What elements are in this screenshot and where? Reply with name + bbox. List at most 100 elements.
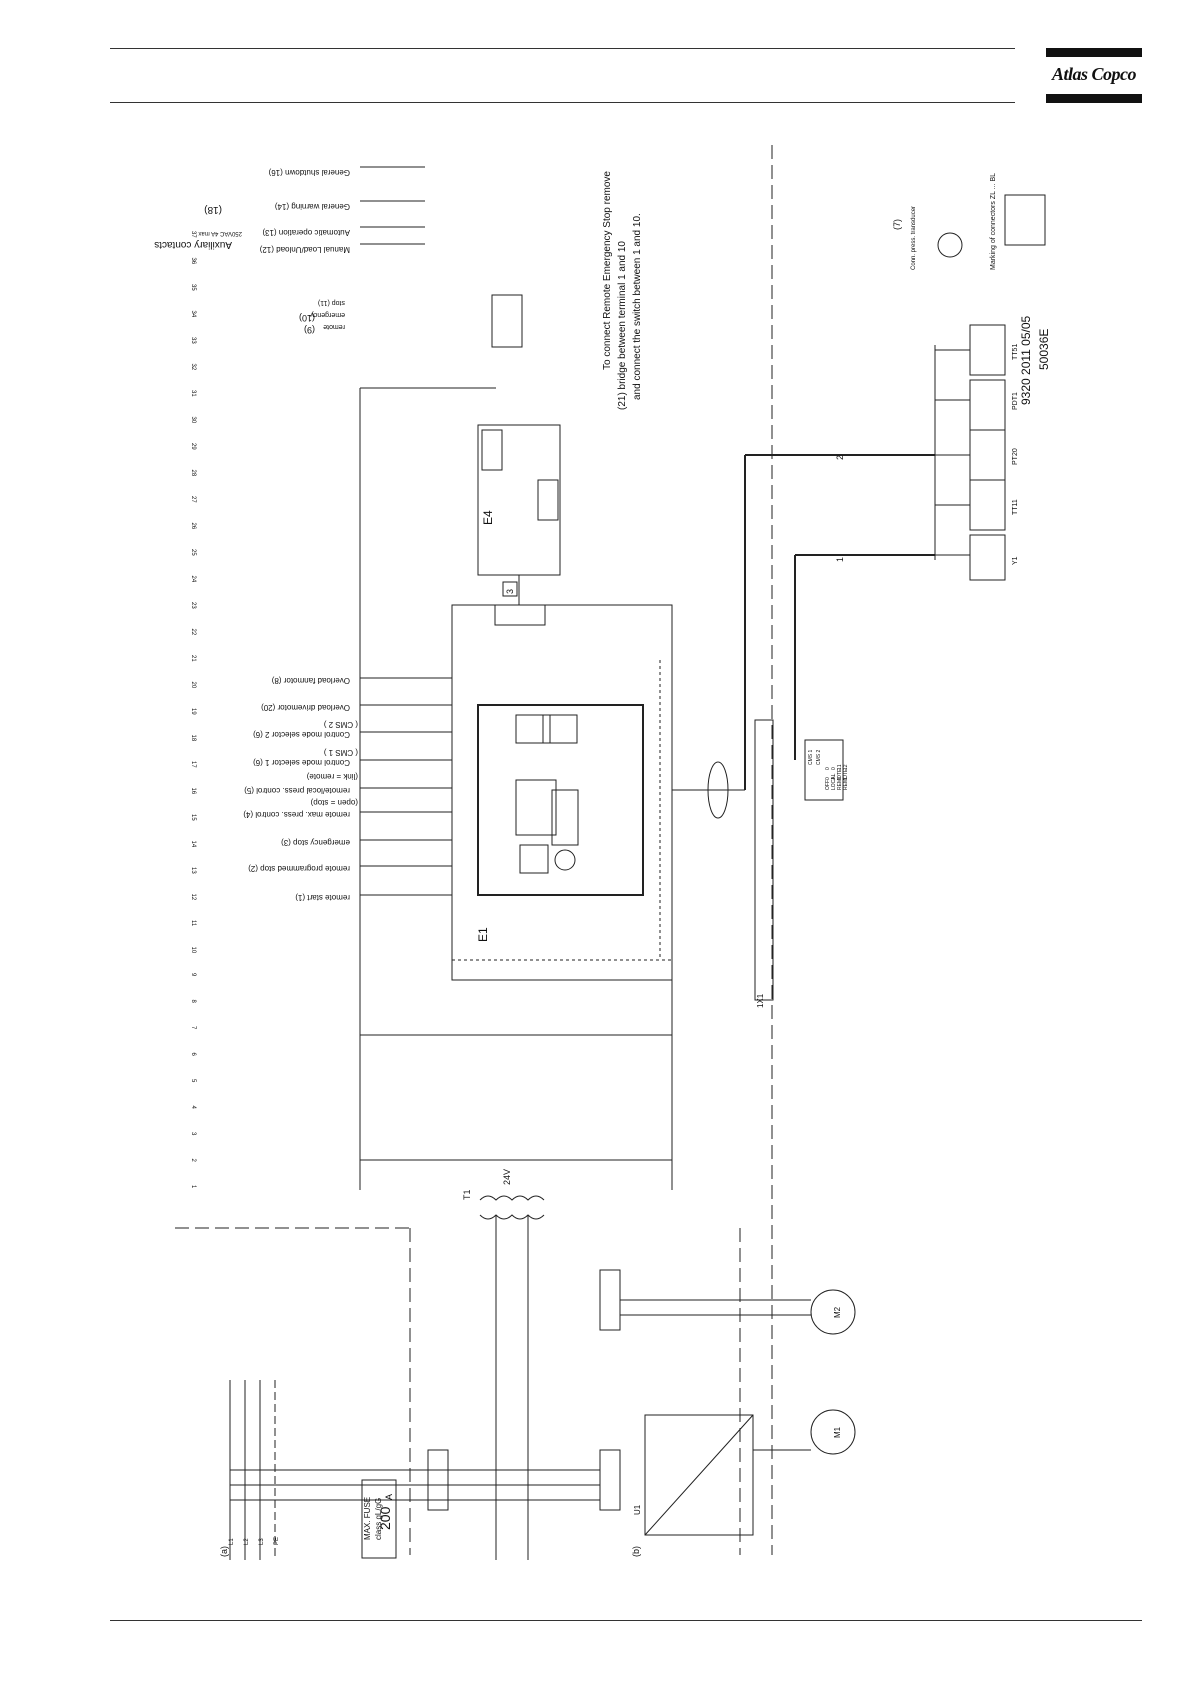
transformer-voltage: 24V	[502, 1169, 512, 1185]
cms-table-outline	[804, 739, 844, 801]
column-number: 31	[190, 390, 196, 397]
transformer-label: T1	[462, 1189, 472, 1200]
column-number: 35	[190, 284, 196, 291]
remote-stop-block	[491, 294, 523, 348]
contactor-k1	[599, 1449, 621, 1511]
logo-bar-top	[1046, 48, 1142, 57]
column-number: 25	[190, 549, 196, 556]
column-number: 17	[190, 761, 196, 768]
remote-stop-number: (10)	[299, 313, 315, 323]
module-e4-outline	[477, 424, 561, 576]
remote-function-labels: remote start (1) remote programmed stop (…	[243, 676, 358, 902]
section-a-label: (a)	[219, 1546, 229, 1557]
remote-stop-label: emergency	[310, 311, 345, 318]
logo-text: Atlas Copco	[1051, 64, 1137, 84]
fan-motor-label: M2	[833, 1306, 842, 1318]
supply-label: PE	[274, 1537, 280, 1545]
column-number: 20	[190, 682, 196, 689]
cms-table-cell: 0	[825, 777, 831, 780]
atlas-copco-logo: Atlas Copco	[1046, 48, 1142, 104]
fuse-line1: MAX. FUSE	[363, 1497, 372, 1540]
e4-connector	[481, 429, 503, 471]
transformer-t1-secondary	[479, 1195, 545, 1201]
converter-diagonal	[644, 1414, 754, 1536]
sensor-tt11	[969, 479, 1006, 531]
remote-function-label: Control mode selector 2 (6)	[253, 730, 350, 739]
controller-display-panel	[477, 704, 644, 896]
e4-connector	[537, 479, 559, 521]
column-number: 26	[190, 523, 196, 530]
fuse-line2: class gL/gG	[374, 1498, 383, 1540]
column-number: 6	[190, 1053, 196, 1057]
drive-motor-m1	[810, 1409, 856, 1455]
cms-table-cell: 0	[831, 767, 837, 770]
remote-function-label: ( CMS 2 )	[323, 720, 358, 729]
remote-function-label: (link = remote)	[306, 772, 358, 781]
auxiliary-subtitle: 250VAC 4A max	[198, 230, 242, 236]
sensor-pdt1	[969, 379, 1006, 431]
remote-function-label: remote start (1)	[295, 893, 350, 902]
box-1-label: 1	[835, 557, 845, 562]
column-number: 8	[190, 1000, 196, 1004]
footer-rule	[110, 1620, 1142, 1621]
column-number: 37	[190, 231, 196, 238]
column-number: 5	[190, 1079, 196, 1083]
logo-bar-bottom	[1046, 94, 1142, 103]
column-number: 12	[190, 894, 196, 901]
column-number: 18	[190, 735, 196, 742]
sensor-label: PT20	[1012, 448, 1019, 465]
note-21-line1: To connect Remote Emergency Stop remove	[602, 171, 613, 370]
remote-function-label: emergency stop (3)	[281, 838, 350, 847]
remote-stop-label: remote	[323, 323, 345, 330]
column-number: 13	[190, 867, 196, 874]
cms-table-cell: 1	[843, 767, 849, 770]
cms-table-cell: OFF	[825, 780, 831, 790]
header-rule-bottom	[110, 102, 1015, 103]
sensor-box-text: Conn. press. transducer	[911, 206, 917, 270]
column-number: 15	[190, 814, 196, 821]
note-21-line2: (21) bridge between terminal 1 and 10	[617, 241, 628, 410]
auxiliary-title: Auxiliary contacts	[154, 239, 232, 250]
terminal-strip-1x1	[754, 719, 774, 1001]
fuse-box-outline	[361, 1479, 397, 1559]
transformer-t1-primary	[479, 1214, 545, 1220]
header-rule-top	[110, 48, 1015, 49]
column-number: 9	[190, 973, 196, 977]
remote-function-label: remote programmed stop (2)	[248, 864, 350, 873]
column-number: 14	[190, 841, 196, 848]
cms-table-cell: 0	[837, 777, 843, 780]
column-number: 28	[190, 470, 196, 477]
column-number: 32	[190, 364, 196, 371]
column-number: 21	[190, 655, 196, 662]
remote-function-label: Overload drivemotor (20)	[261, 703, 350, 712]
note-21-line3: and connect the switch between 1 and 10.	[632, 213, 643, 400]
remote-function-label: Overload fanmotor (8)	[271, 676, 350, 685]
e1-top-connector	[494, 604, 546, 626]
converter-u1	[644, 1414, 754, 1536]
terminal-strip-label: 1X1	[756, 993, 765, 1008]
main-switch-a1	[427, 1449, 449, 1511]
supply-label: L3	[259, 1538, 265, 1545]
module-e4-label: E4	[481, 510, 495, 525]
display-button	[542, 714, 578, 744]
remote-contact-lines	[360, 677, 452, 896]
column-number-row: 1234567891011121314151617181920212223242…	[190, 231, 196, 1189]
cms-table-cell: LOCAL	[831, 773, 837, 790]
aux-function-label: Automatic operation (13)	[262, 228, 350, 237]
column-number: 11	[190, 920, 196, 927]
supply-label: L2	[244, 1538, 250, 1545]
aux-function-label: Manual Load/Unload (12)	[259, 245, 350, 254]
box-2-label: 2	[835, 455, 845, 460]
column-number: 4	[190, 1106, 196, 1110]
box-3	[502, 581, 518, 597]
display-button	[515, 714, 551, 744]
display-button	[519, 844, 549, 874]
sensor-tt51	[969, 324, 1006, 376]
column-number: 36	[190, 258, 196, 265]
column-number: 33	[190, 337, 196, 344]
fuse-value: 200	[377, 1506, 393, 1530]
box-3-label: 3	[505, 589, 515, 594]
